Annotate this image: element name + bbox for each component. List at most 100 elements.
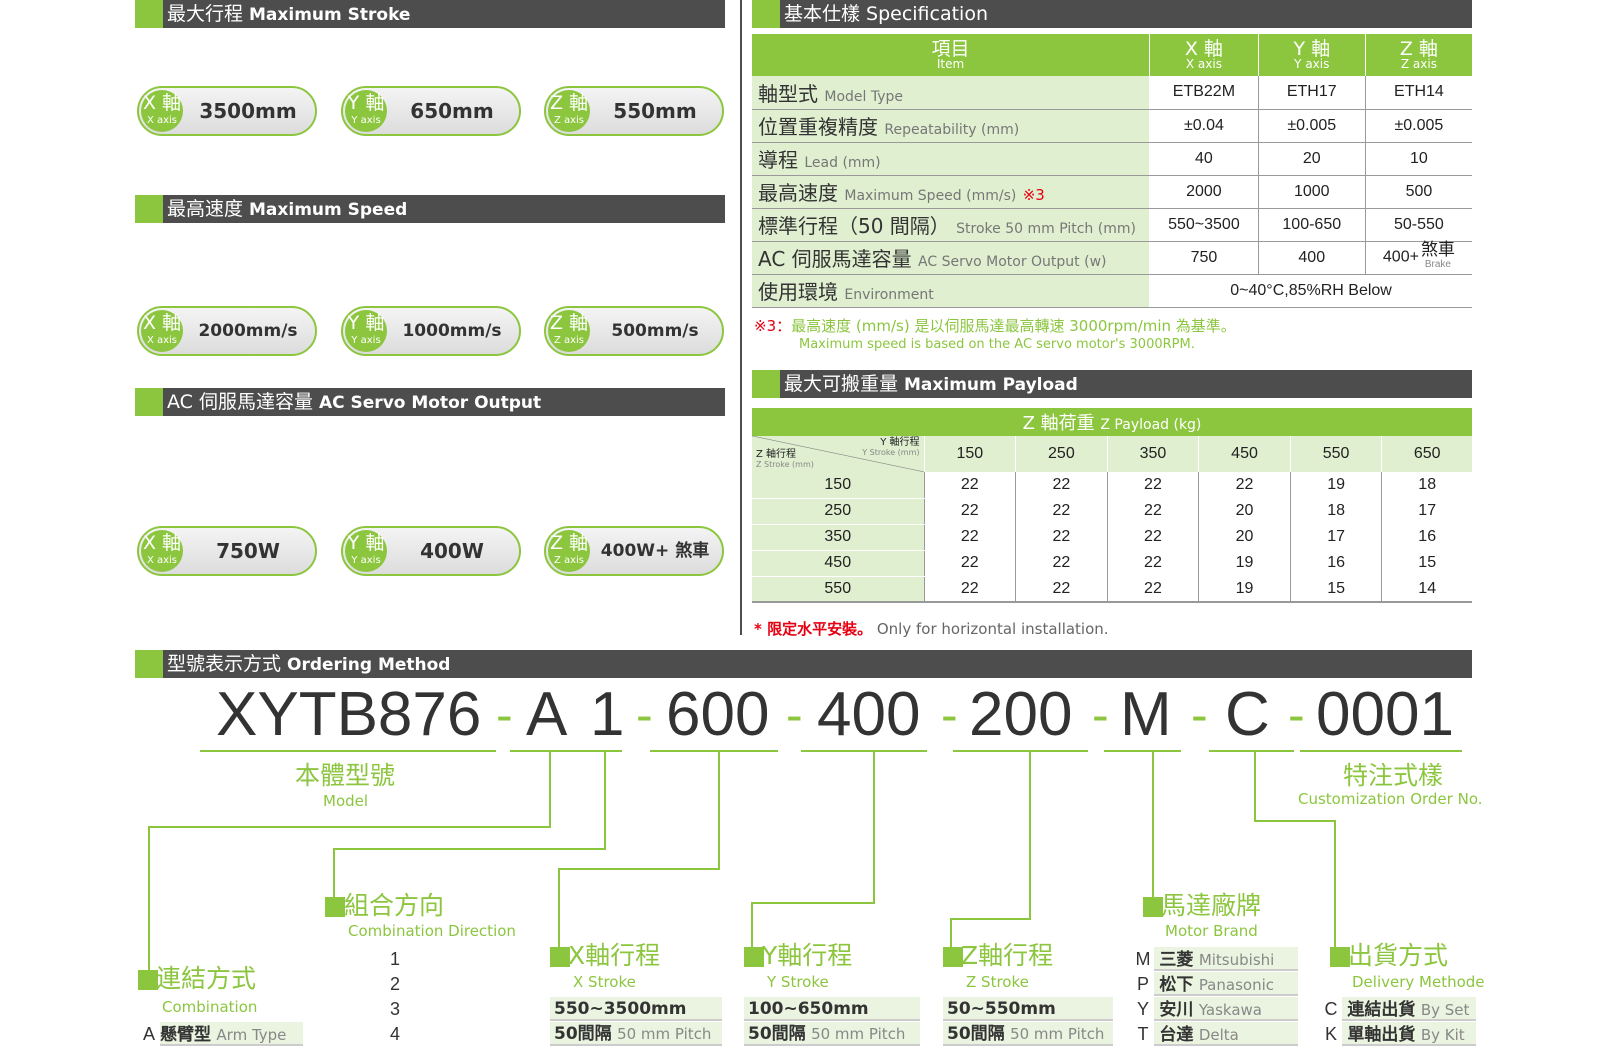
- spec-value-x: 750: [1149, 241, 1259, 275]
- payload-cell: 22: [1015, 472, 1108, 498]
- payload-cell: 15: [1289, 576, 1382, 603]
- motor-item-y[interactable]: Y 安川 Yaskawa: [1132, 997, 1298, 1021]
- payload-col-header: 150: [923, 436, 1016, 472]
- stroke-value: 550mm: [613, 99, 697, 123]
- delivery-label-en: Delivery Methode: [1352, 973, 1485, 991]
- delivery-label: 出貨方式: [1348, 941, 1449, 970]
- speed-value: 1000mm/s: [402, 321, 502, 341]
- payload-cell: 17: [1381, 498, 1472, 524]
- ordering-dash: -: [496, 687, 513, 743]
- payload-row-header: 350: [752, 524, 924, 551]
- xstroke-range[interactable]: 550~3500mm: [550, 997, 722, 1021]
- payload-cell: 18: [1289, 498, 1382, 524]
- payload-cell: 14: [1381, 576, 1472, 603]
- servo-title-en: AC Servo Motor Output: [318, 393, 542, 413]
- ordering-dash: -: [636, 687, 653, 743]
- spec-value-x: 40: [1149, 142, 1259, 176]
- direction-item[interactable]: 1: [384, 947, 406, 971]
- model-label: 本體型號: [295, 761, 396, 790]
- payload-cell: 19: [1289, 472, 1382, 498]
- spec-row: AC 伺服馬達容量 AC Servo Motor Output (w)750 40…: [752, 241, 1472, 275]
- zstroke-label: Z軸行程: [961, 941, 1054, 970]
- spec-value-z: 50-550: [1364, 208, 1472, 242]
- motor-item-p[interactable]: P 松下 Panasonic: [1132, 972, 1298, 996]
- motor-item-m[interactable]: M 三菱 Mitsubishi: [1132, 947, 1298, 971]
- ystroke-label-en: Y Stroke: [767, 973, 829, 991]
- spec-label: 軸型式 Model Type: [752, 76, 1151, 110]
- servo-value: 400W: [420, 539, 484, 563]
- direction-item[interactable]: 3: [384, 997, 406, 1021]
- spec-value-z: ETH14: [1364, 76, 1472, 110]
- spec-value-y: 1000: [1257, 175, 1366, 209]
- xstroke-label: X軸行程: [568, 941, 661, 970]
- direction-item[interactable]: 4: [384, 1022, 406, 1046]
- spec-value-z: 10: [1364, 142, 1472, 176]
- payload-cell: 22: [1015, 550, 1108, 576]
- payload-cell: 22: [1015, 524, 1108, 550]
- model-label-en: Model: [323, 792, 369, 810]
- direction-label-en: Combination Direction: [348, 922, 516, 940]
- direction-label: 組合方向: [344, 891, 445, 920]
- combination-label: 連結方式: [156, 964, 257, 993]
- speed-value: 2000mm/s: [198, 321, 298, 341]
- ordering-title: 型號表示方式: [167, 653, 282, 675]
- payload-cell: 16: [1381, 524, 1472, 550]
- servo-title: AC 伺服馬達容量: [167, 391, 313, 413]
- stroke-title: 最大行程: [167, 3, 244, 25]
- delivery-item-k[interactable]: K 單軸出貨 By Kit: [1320, 1022, 1476, 1046]
- payload-cell: 22: [1106, 524, 1199, 550]
- ordering-part-2: 1: [590, 680, 625, 749]
- servo-value: 400W+ 煞車: [600, 541, 710, 561]
- spec-row: 位置重複精度 Repeatability (mm)±0.04±0.005±0.0…: [752, 109, 1472, 143]
- zstroke-range[interactable]: 50~550mm: [943, 997, 1113, 1021]
- xstroke-pitch[interactable]: 50間隔 50 mm Pitch: [550, 1022, 722, 1046]
- ordering-dash: -: [1288, 687, 1305, 743]
- motor-item-t[interactable]: T 台達 Delta: [1132, 1022, 1298, 1046]
- spec-value-z: 500: [1364, 175, 1472, 209]
- spec-env-label: 使用環境 Environment: [752, 274, 1151, 308]
- ordering-part-1: A: [526, 680, 568, 749]
- spec-label: 位置重複精度 Repeatability (mm): [752, 109, 1151, 143]
- payload-row-header: 550: [752, 576, 924, 603]
- spec-label: AC 伺服馬達容量 AC Servo Motor Output (w): [752, 241, 1151, 275]
- payload-cell: 22: [1106, 576, 1199, 603]
- spec-value-x: ETB22M: [1149, 76, 1259, 110]
- spec-title-en: Specification: [866, 3, 989, 25]
- spec-value-x: 550~3500: [1149, 208, 1259, 242]
- payload-row-header: 150: [752, 472, 924, 499]
- direction-item[interactable]: 2: [384, 972, 406, 996]
- delivery-item-c[interactable]: C 連結出貨 By Set: [1320, 997, 1476, 1021]
- ystroke-range[interactable]: 100~650mm: [744, 997, 920, 1021]
- ystroke-pitch[interactable]: 50間隔 50 mm Pitch: [744, 1022, 920, 1046]
- ordering-part-5: 200: [969, 680, 1073, 749]
- payload-title: 最大可搬重量: [784, 373, 899, 395]
- zstroke-pitch[interactable]: 50間隔 50 mm Pitch: [943, 1022, 1113, 1046]
- spec-note: ※3：最高速度 (mm/s) 是以伺服馬達最高轉速 3000rpm/min 為基…: [754, 317, 1236, 353]
- servo-value: 750W: [216, 539, 280, 563]
- spec-value-y: ETH17: [1257, 76, 1366, 110]
- speed-title: 最高速度: [167, 198, 244, 220]
